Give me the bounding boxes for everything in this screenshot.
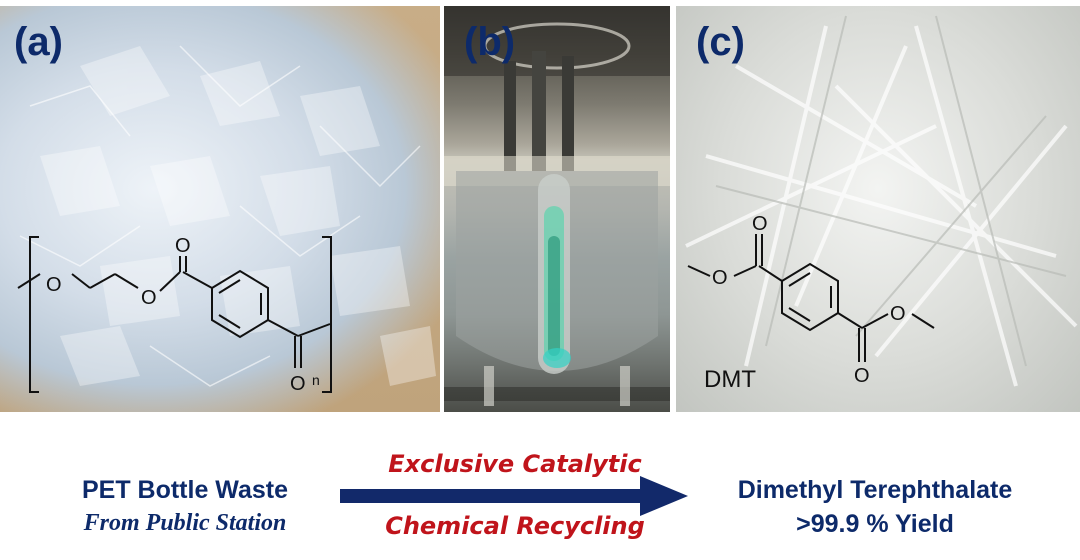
svg-text:O: O [854, 365, 870, 387]
svg-text:O: O [141, 287, 157, 309]
process-label-bottom: Chemical Recycling [385, 512, 645, 540]
svg-text:O: O [290, 373, 306, 395]
svg-text:O: O [175, 235, 191, 257]
process-label-top: Exclusive Catalytic [388, 450, 642, 478]
process-arrow [340, 476, 688, 516]
panel-b-label: (b) [464, 20, 516, 64]
svg-text:O: O [890, 303, 906, 325]
svg-text:O: O [712, 267, 728, 289]
source-subtitle: From Public Station [83, 510, 287, 536]
recycling-scheme: PET Bottle Waste From Public Station Exc… [0, 420, 1080, 560]
repeat-unit-subscript: n [312, 372, 320, 388]
panel-a-label: (a) [14, 20, 63, 64]
dmt-crystals-photo: O O O O [685, 15, 1078, 387]
pet-repeat-unit-structure [17, 236, 332, 393]
panel-c-dmt-crystals: O O O O (c) DMT [676, 6, 1080, 412]
panel-c-label: (c) [696, 20, 745, 64]
dmt-compound-label: DMT [704, 366, 756, 393]
product-title: Dimethyl Terephthalate [737, 476, 1013, 504]
panel-b-reactor: (b) [444, 6, 670, 412]
svg-text:O: O [46, 274, 62, 296]
product-yield: >99.9 % Yield [796, 510, 954, 538]
svg-text:O: O [752, 213, 768, 235]
dmt-structure [687, 234, 935, 362]
pet-flakes-photo: O O O O [17, 45, 436, 395]
source-title: PET Bottle Waste [81, 476, 289, 504]
panel-a-pet-flakes: O O O O (a) n [0, 6, 440, 412]
reactor-vessel-photo [444, 6, 670, 406]
